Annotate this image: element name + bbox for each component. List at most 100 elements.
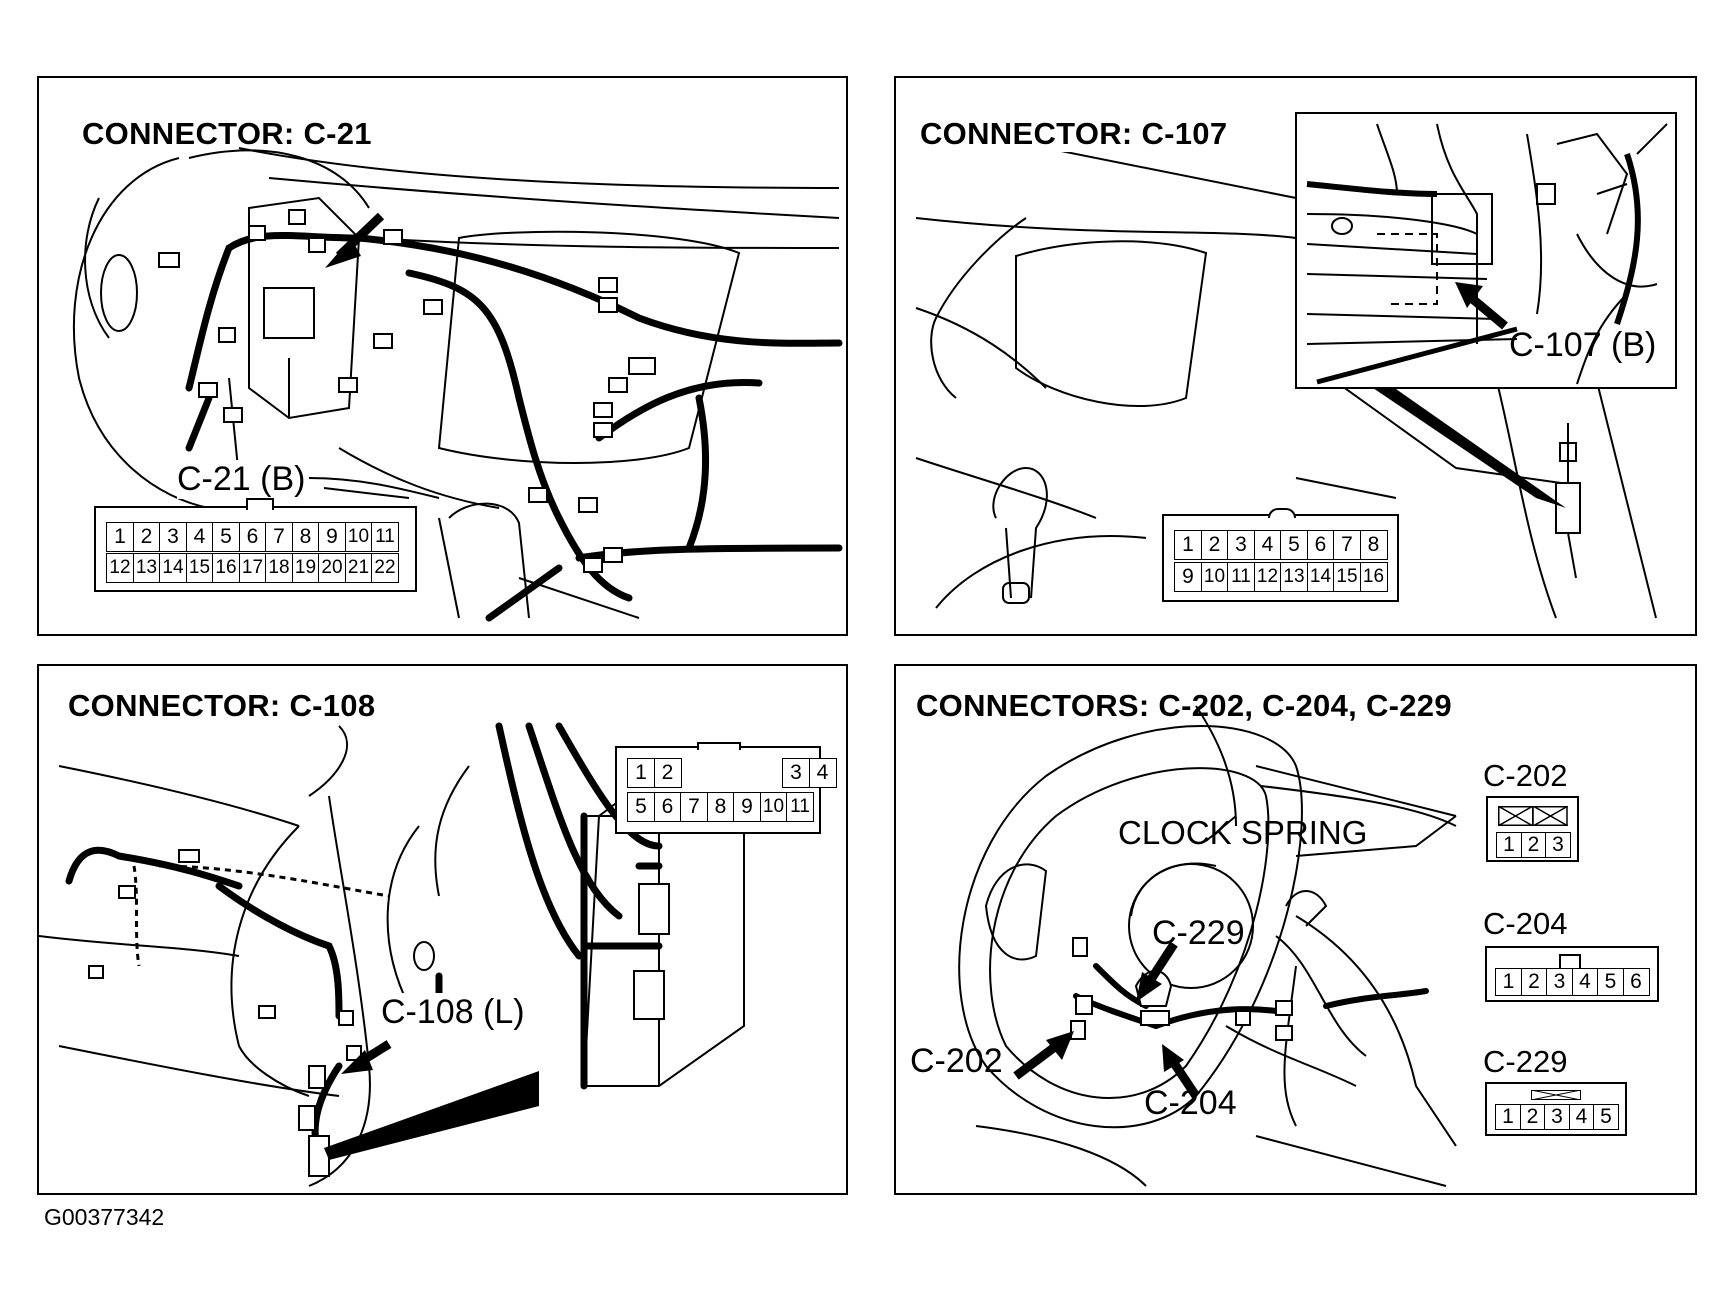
pin-cell: 6 (1622, 968, 1650, 996)
connector-c204-label: C-204 (1483, 906, 1568, 941)
pin-cell: 2 (1520, 832, 1547, 858)
pin-cell: 8 (291, 522, 320, 552)
clock-spring-label: CLOCK SPRING (1118, 814, 1368, 851)
pin-cell: 4 (1253, 530, 1282, 560)
pin-cell: 22 (371, 553, 399, 583)
pin-cell: 13 (132, 553, 161, 583)
pin-cell: 15 (1333, 562, 1361, 592)
arrow-c204 (1162, 1044, 1200, 1099)
pin-cell: 3 (782, 758, 810, 788)
pin-cell: 16 (1359, 562, 1388, 592)
connector-latch (246, 498, 274, 510)
connector-key (1530, 1089, 1581, 1100)
pin-cell: 15 (185, 553, 214, 583)
pin-cell: 1 (1174, 530, 1202, 560)
pin-cell: 2 (1520, 968, 1548, 996)
pin-cell: 7 (265, 522, 293, 552)
pin-cell: 3 (1544, 1104, 1570, 1130)
pin-cell: 11 (786, 792, 814, 822)
pin-cell: 12 (1253, 562, 1282, 592)
pin-cell: 6 (238, 522, 267, 552)
pin-cell: 9 (733, 792, 761, 822)
pin-cell: 5 (1593, 1104, 1619, 1130)
pin-cell: 19 (291, 553, 320, 583)
arrow-c107 (1455, 282, 1508, 330)
pin-cell: 17 (238, 553, 267, 583)
pin-cell: 11 (1227, 562, 1255, 592)
pin-cell: 6 (653, 792, 682, 822)
steering-column-illustration (958, 705, 1457, 1187)
pin-cell: 5 (627, 792, 655, 822)
crossed-cavities (1497, 805, 1569, 827)
pin-cell: 13 (1280, 562, 1308, 592)
pin-cell: 4 (1568, 1104, 1595, 1130)
pin-cell: 3 (159, 522, 187, 552)
arrow-c108 (341, 1040, 392, 1074)
inset-detail-c107: C-107 (B) (1295, 112, 1677, 389)
pin-cell: 4 (808, 758, 837, 788)
pin-cell: 4 (185, 522, 214, 552)
arrow-c21 (325, 212, 385, 268)
connector-latch (1559, 954, 1581, 968)
pin-cell: 14 (159, 553, 187, 583)
figure-id: G00377342 (44, 1204, 165, 1230)
pin-cell: 2 (1200, 530, 1229, 560)
arrow-c202 (1013, 1031, 1074, 1080)
pin-cell: 8 (1359, 530, 1388, 560)
pin-cell: 2 (1519, 1104, 1546, 1130)
pin-cell: 1 (1496, 832, 1522, 858)
lower-dash-illustration (39, 722, 745, 1187)
pin-cell: 14 (1306, 562, 1335, 592)
panel-title: CONNECTOR: C-108 (68, 688, 376, 723)
pin-cell: 10 (1200, 562, 1229, 592)
pin-cell: 1 (1495, 1104, 1521, 1130)
panel-title: CONNECTOR: C-21 (82, 116, 372, 151)
pin-cell: 1 (1495, 968, 1522, 996)
pin-cell: 10 (759, 792, 788, 822)
pin-cell: 16 (212, 553, 240, 583)
pin-cell: 11 (371, 522, 399, 552)
pin-cell: 7 (680, 792, 708, 822)
callout-c229: C-229 (1152, 914, 1245, 952)
inset-illustration (1306, 123, 1668, 385)
pin-cell: 8 (706, 792, 735, 822)
connector-c229-label: C-229 (1483, 1044, 1568, 1079)
connector-c202-label: C-202 (1483, 758, 1568, 793)
pin-cell: 4 (1571, 968, 1599, 996)
pin-cell: 12 (106, 553, 134, 583)
connector-latch (1268, 508, 1296, 518)
panel-title: CONNECTOR: C-107 (920, 116, 1228, 152)
pin-cell: 5 (1280, 530, 1308, 560)
pin-cell: 21 (344, 553, 373, 583)
pin-cell: 3 (1546, 968, 1573, 996)
callout-c107-b: C-107 (B) (1509, 326, 1657, 364)
callout-c108-l: C-108 (L) (381, 993, 525, 1032)
pin-cell: 7 (1333, 530, 1361, 560)
pin-cell: 6 (1306, 530, 1335, 560)
pin-cell: 2 (132, 522, 161, 552)
pin-cell: 5 (212, 522, 240, 552)
callout-c204: C-204 (1144, 1084, 1237, 1122)
callout-c21-b: C-21 (B) (177, 460, 306, 499)
pin-cell: 18 (265, 553, 293, 583)
pin-cell: 1 (627, 758, 655, 788)
pin-cell: 5 (1597, 968, 1624, 996)
panel-connectors-c202-c204-c229: CONNECTORS: C-202, C-204, C-229 CLOCK SP… (894, 664, 1697, 1195)
pin-cell: 3 (1227, 530, 1255, 560)
pin-cell: 3 (1545, 832, 1571, 858)
pin-cell: 20 (318, 553, 346, 583)
